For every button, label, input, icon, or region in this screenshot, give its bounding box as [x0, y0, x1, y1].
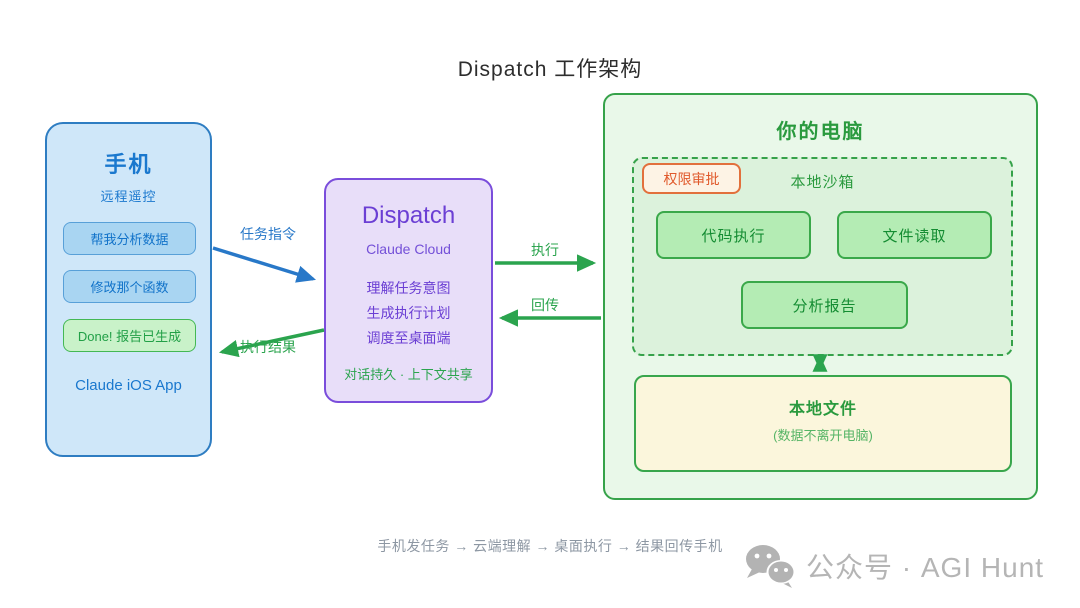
- wechat-icon: [746, 545, 796, 588]
- local-files-node: 本地文件 (数据不离开电脑): [634, 375, 1012, 472]
- brand-footer: 公众号 · AGI Hunt: [744, 543, 1044, 589]
- dispatch-step-plan: 生成执行计划: [366, 305, 451, 321]
- permission-badge: 权限审批: [642, 163, 741, 194]
- computer-title: 你的电脑: [776, 121, 865, 143]
- dispatch-steps: 理解任务意图 生成执行计划 调度至桌面端: [326, 276, 491, 351]
- sandbox-container: 权限审批 本地沙箱 代码执行 文件读取 分析报告: [632, 157, 1013, 356]
- local-files-subtitle: (数据不离开电脑): [773, 428, 873, 443]
- dispatch-step-understand: 理解任务意图: [366, 280, 451, 296]
- dispatch-title: Dispatch: [361, 202, 456, 229]
- execute-label: 执行: [531, 242, 559, 258]
- dispatch-subtitle: Claude Cloud: [366, 241, 451, 257]
- computer-node: 你的电脑 权限审批 本地沙箱 代码执行 文件读取 分析报告 本地文件 (数据不离…: [603, 93, 1038, 500]
- phone-app-label: Claude iOS App: [75, 377, 182, 394]
- dispatch-step-schedule: 调度至桌面端: [366, 330, 451, 346]
- send-back-label: 回传: [531, 297, 559, 313]
- capability-code-exec: 代码执行: [656, 211, 811, 259]
- phone-message-analyze: 帮我分析数据: [63, 222, 196, 255]
- phone-message-done: Done! 报告已生成: [63, 319, 196, 352]
- flow-caption: 手机发任务 → 云端理解 → 桌面执行 → 结果回传手机: [377, 538, 723, 554]
- phone-node: 手机 远程遥控 帮我分析数据 修改那个函数 Done! 报告已生成 Claude…: [45, 122, 212, 457]
- dispatch-node: Dispatch Claude Cloud 理解任务意图 生成执行计划 调度至桌…: [324, 178, 493, 403]
- task-command-arrow: [212, 246, 317, 283]
- task-command-label: 任务指令: [240, 226, 296, 242]
- phone-title: 手机: [104, 152, 153, 177]
- brand-name: 公众号 · AGI Hunt: [806, 552, 1045, 583]
- phone-message-modify: 修改那个函数: [63, 270, 196, 303]
- phone-subtitle: 远程遥控: [100, 189, 157, 204]
- dispatch-note: 对话持久 · 上下文共享: [344, 367, 473, 382]
- capability-report: 分析报告: [741, 281, 908, 329]
- exec-result-label: 执行结果: [240, 339, 296, 355]
- sandbox-title: 本地沙箱: [790, 174, 855, 191]
- capability-file-read: 文件读取: [837, 211, 992, 259]
- local-files-title: 本地文件: [788, 401, 857, 418]
- diagram-title: Dispatch 工作架构: [457, 58, 643, 81]
